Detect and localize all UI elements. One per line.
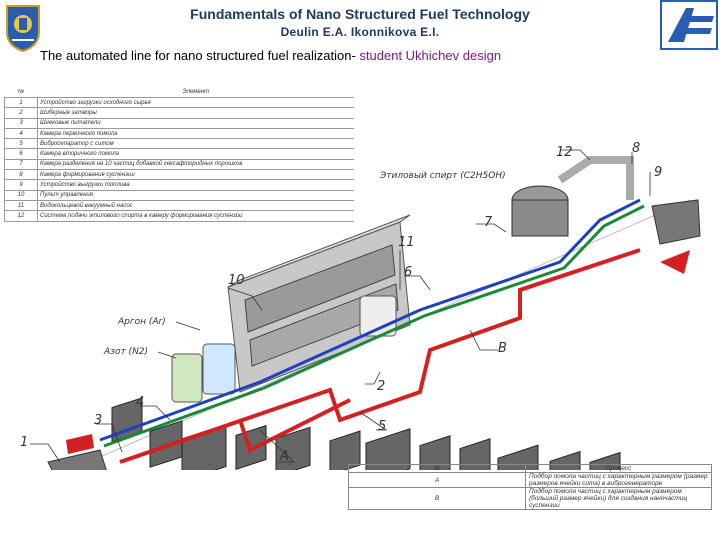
- legend-num: 12: [4, 210, 38, 222]
- subtitle-highlight: student Ukhichev design: [359, 48, 502, 63]
- label-A: А: [279, 449, 289, 464]
- slide-subtitle: The automated line for nano structured f…: [40, 48, 501, 63]
- legend-text: Водокольцевой вакуумный насос: [37, 200, 354, 212]
- legend-text: Камера вторичного помола: [37, 148, 354, 160]
- table-row: В Подбор помола частиц с характерным раз…: [348, 487, 712, 510]
- legend-header-row: № Элемент: [4, 86, 354, 98]
- label-11: 11: [398, 235, 415, 250]
- loading-hopper: [47, 449, 107, 470]
- legend-num: 1: [4, 97, 38, 109]
- legend-num: 10: [4, 190, 38, 201]
- legend-num: 6: [4, 148, 38, 160]
- label-5: 5: [378, 419, 386, 434]
- legend-text: Камера первичного помола: [37, 128, 354, 140]
- legend-text: Шнековые питатели: [37, 118, 354, 129]
- pipe-green: [103, 204, 645, 448]
- legend-text: Камера формирования суспензии: [37, 169, 354, 181]
- legend-header-name: Элемент: [37, 86, 354, 98]
- process-header-name: Процесс: [525, 464, 712, 473]
- page-title: Fundamentals of Nano Structured Fuel Tec…: [190, 6, 530, 22]
- label-nitrogen: Азот (N2): [103, 347, 148, 357]
- label-B: В: [498, 341, 507, 356]
- process-text: Подбор помола частиц с характерным разме…: [525, 472, 712, 488]
- label-6: 6: [404, 265, 412, 280]
- pipe-blue: [99, 198, 641, 442]
- legend-text: Камера разделения на 10 частиц добавкой …: [37, 159, 354, 171]
- university-crest-logo: [6, 5, 40, 52]
- process-key: В: [348, 487, 526, 510]
- process-header-num: №: [348, 464, 526, 473]
- legend-text: Пульт управления: [37, 190, 354, 201]
- legend-num: 3: [4, 118, 38, 129]
- label-2: 2: [377, 379, 385, 394]
- legend-text: Шиберные затворы: [37, 107, 354, 119]
- legend-num: 4: [4, 128, 38, 140]
- label-4: 4: [136, 395, 144, 410]
- process-text: Подбор помола частиц с характерным разме…: [525, 487, 712, 510]
- legend-text: Устройство выгрузки топлива: [37, 179, 354, 191]
- legend-num: 7: [4, 159, 38, 171]
- label-1: 1: [20, 435, 28, 450]
- process-table: № Процесс А Подбор помола частиц с харак…: [348, 464, 712, 510]
- authors: Deulin E.A. Ikonnikova E.I.: [280, 25, 440, 39]
- label-12: 12: [556, 145, 573, 160]
- subtitle-prefix: The automated line for nano structured f…: [40, 48, 360, 63]
- label-argon: Аргон (Ar): [117, 317, 166, 327]
- table-row: А Подбор помола частиц с характерным раз…: [348, 472, 712, 488]
- legend-text: Устройство загрузки исходного сырья: [37, 97, 354, 109]
- legend-num: 8: [4, 169, 38, 181]
- label-10: 10: [228, 273, 245, 288]
- label-9: 9: [654, 165, 662, 180]
- label-8: 8: [632, 141, 640, 156]
- legend-text: Вибросепаратор с ситом: [37, 138, 354, 150]
- legend-num: 9: [4, 179, 38, 191]
- production-line-diagram: 1 2 3 4 5 6 7 8 9 10 11 12 Этиловый спир…: [20, 141, 701, 470]
- process-header-row: № Процесс: [348, 464, 712, 473]
- label-ethanol: Этиловый спирт (C2H5OH): [379, 171, 506, 181]
- label-3: 3: [94, 413, 102, 428]
- legend-num: 11: [4, 200, 38, 212]
- unloading-device: [651, 199, 701, 245]
- legend-header-num: №: [4, 86, 38, 98]
- legend-text: Система подачи этилового спирта в камеру…: [37, 210, 354, 222]
- department-logo: [660, 0, 718, 50]
- process-key: А: [348, 472, 526, 488]
- legend-num: 2: [4, 107, 38, 119]
- pipe-red: [119, 248, 641, 464]
- label-7: 7: [484, 215, 493, 230]
- legend-num: 5: [4, 138, 38, 150]
